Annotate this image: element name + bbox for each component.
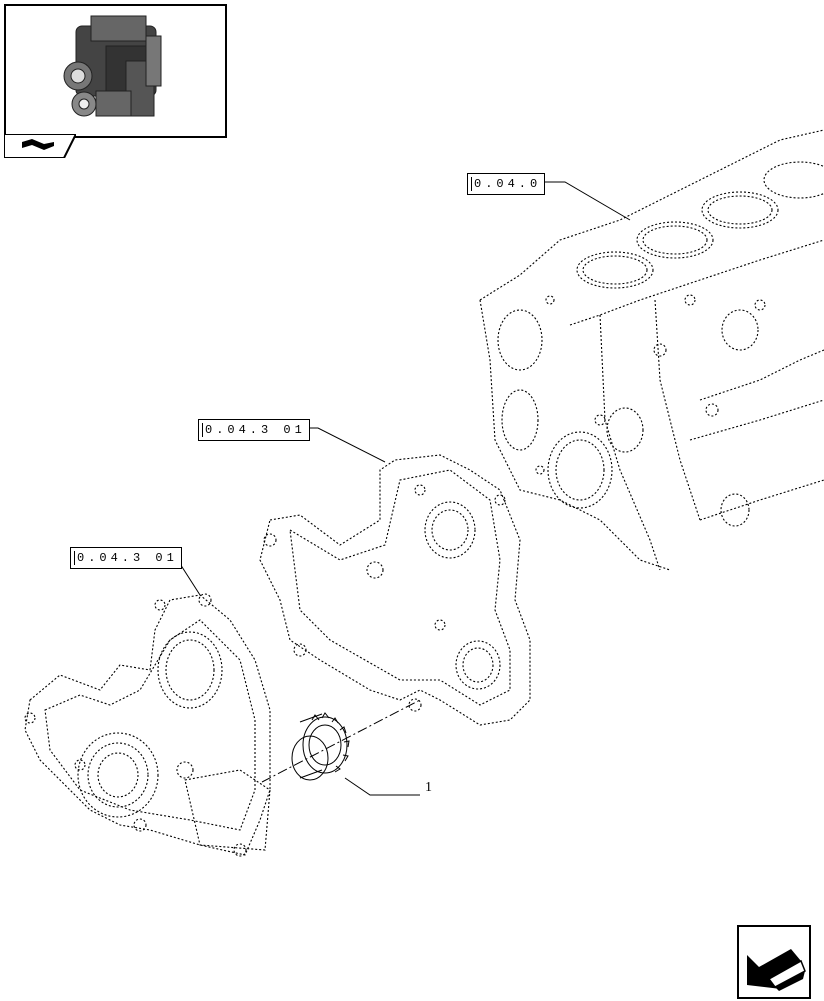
engine-block — [479, 129, 824, 571]
reference-label-rear-cover[interactable]: 0.04.3 01 — [198, 419, 310, 441]
rear-timing-cover — [259, 454, 531, 726]
reference-label-block[interactable]: 0.04.0 — [467, 173, 546, 195]
reference-label-front-cover[interactable]: 0.04.3 01 — [70, 547, 182, 569]
book-tab[interactable] — [3, 133, 78, 159]
crankshaft-gear — [291, 712, 350, 781]
engine-thumbnail-icon — [63, 15, 162, 117]
item-number-label: 1 — [425, 780, 432, 795]
engine-thumbnail-frame — [4, 4, 227, 138]
next-page-arrow-icon — [747, 949, 806, 991]
front-timing-cover — [24, 593, 271, 857]
axis-centerline — [261, 699, 421, 783]
leader-line-item-1 — [344, 777, 420, 796]
next-page-button[interactable] — [737, 925, 811, 999]
